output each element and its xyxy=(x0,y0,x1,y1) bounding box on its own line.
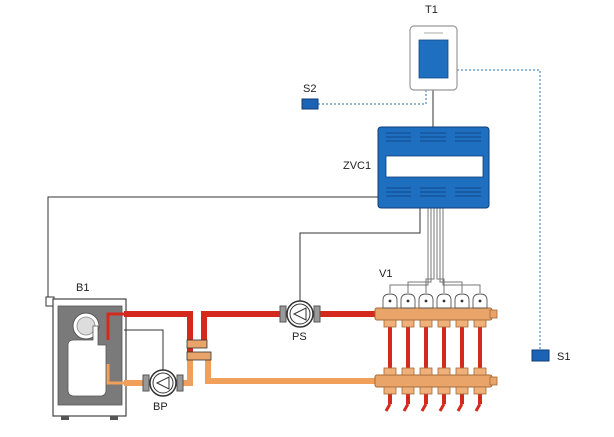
boiler-return-riser xyxy=(106,364,124,385)
pump-bp xyxy=(142,369,184,397)
wire-controller-boiler xyxy=(47,196,378,300)
label-s2: S2 xyxy=(303,83,316,95)
label-zvc1: ZVC1 xyxy=(343,160,371,172)
wire-s1-thermostat xyxy=(457,69,541,350)
wire-controller-pump xyxy=(299,207,421,302)
label-v1: V1 xyxy=(379,268,392,280)
valve-actuators xyxy=(382,293,488,309)
actuator-wire-bundle xyxy=(389,207,481,293)
label-t1: T1 xyxy=(425,4,438,16)
label-ps: PS xyxy=(292,331,307,343)
sensor-s2 xyxy=(301,98,319,110)
boiler-supply-riser xyxy=(106,312,124,340)
wire-s2-thermostat xyxy=(318,90,427,105)
manifold-v1 xyxy=(374,293,498,412)
return-header xyxy=(374,374,493,388)
label-b1: B1 xyxy=(76,282,89,294)
sensor-s1 xyxy=(531,349,550,362)
pump-ps xyxy=(279,300,321,328)
controller-zvc1 xyxy=(377,126,490,209)
secondary-return-pipe xyxy=(205,356,380,384)
secondary-supply-pipe xyxy=(201,311,380,344)
primary-supply-pipe xyxy=(124,311,193,352)
closely-spaced-tees xyxy=(186,339,212,361)
boiler-b1 xyxy=(45,296,127,420)
label-s1: S1 xyxy=(557,351,570,363)
wire-boiler-pump xyxy=(124,329,164,372)
label-bp: BP xyxy=(153,401,168,413)
supply-header xyxy=(374,307,493,321)
thermostat-t1 xyxy=(409,25,458,91)
